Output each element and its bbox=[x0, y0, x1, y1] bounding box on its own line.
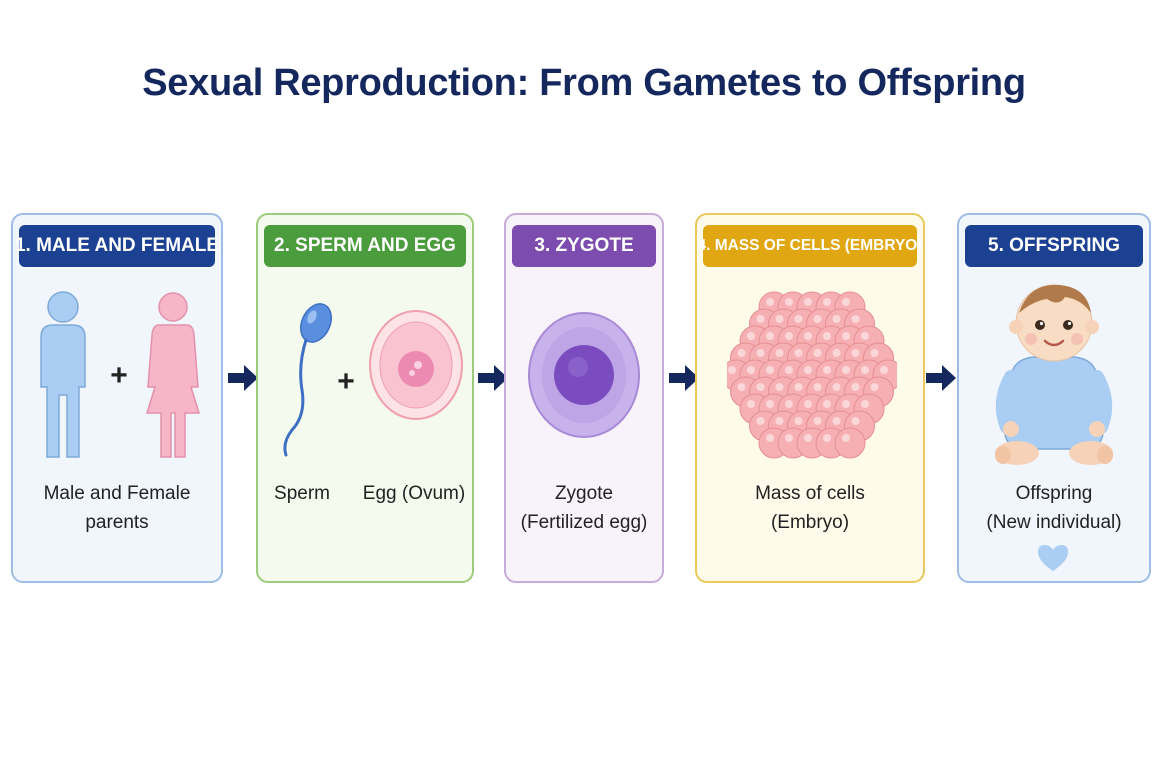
caption-line-1: Offspring bbox=[1015, 483, 1093, 504]
female-figure-icon bbox=[145, 292, 201, 458]
embryo-cell-highlight bbox=[747, 366, 755, 374]
embryo-cell-highlight bbox=[756, 383, 765, 391]
embryo-cell-highlight bbox=[766, 298, 774, 306]
embryo-cell-highlight bbox=[832, 417, 841, 425]
embryo-cell-highlight bbox=[766, 400, 774, 408]
embryo-cell-highlight bbox=[794, 349, 803, 357]
arrow-right-icon bbox=[926, 365, 956, 391]
embryo-cell-highlight bbox=[794, 315, 803, 323]
embryo-cell-highlight bbox=[851, 417, 860, 425]
step-header: 3. ZYGOTE bbox=[512, 225, 656, 267]
embryo-cell-highlight bbox=[813, 315, 822, 323]
caption-line-2: (Embryo) bbox=[770, 512, 850, 533]
plus-sign: + bbox=[110, 359, 128, 392]
arrow-right-icon bbox=[478, 365, 508, 391]
step-zygote: 3. ZYGOTE Zygote (Fertilized egg) bbox=[504, 213, 664, 583]
parents-illustration: + bbox=[40, 291, 201, 458]
embryo-cell-highlight bbox=[861, 366, 869, 374]
embryo-cell-highlight bbox=[756, 417, 765, 425]
embryo-cell-highlight bbox=[747, 332, 755, 340]
embryo-cell-highlight bbox=[842, 298, 850, 306]
embryo-cell-highlight bbox=[842, 332, 850, 340]
embryo-cell-highlight bbox=[813, 417, 822, 425]
embryo-cell-highlight bbox=[785, 366, 793, 374]
caption-line-2: (Fertilized egg) bbox=[520, 512, 648, 533]
sperm-icon bbox=[283, 303, 332, 457]
caption-line-2: parents bbox=[85, 512, 149, 533]
embryo-cell-highlight bbox=[775, 417, 784, 425]
embryo-cell-highlight bbox=[842, 400, 850, 408]
embryo-cell-highlight bbox=[823, 298, 831, 306]
step-offspring: 5. OFFSPRING Offspring (New individual) bbox=[957, 213, 1151, 583]
embryo-cell-highlight bbox=[861, 400, 869, 408]
embryo-cell bbox=[834, 427, 866, 459]
embryo-icon bbox=[727, 291, 897, 459]
caption-line-2: (New individual) bbox=[986, 512, 1122, 533]
embryo-cell-highlight bbox=[823, 434, 831, 442]
step-header: 2. SPERM AND EGG bbox=[264, 225, 466, 267]
embryo-cell-highlight bbox=[851, 383, 860, 391]
embryo-cell-highlight bbox=[823, 332, 831, 340]
embryo-cell-highlight bbox=[813, 383, 822, 391]
embryo-cell-highlight bbox=[804, 332, 812, 340]
embryo-cell-highlight bbox=[851, 349, 860, 357]
male-figure-icon bbox=[40, 291, 86, 458]
step-embryo: 4. MASS OF CELLS (EMBRYO) Mass of cells … bbox=[695, 213, 925, 583]
caption-line-1: Zygote bbox=[554, 483, 614, 504]
arrow-right-icon bbox=[669, 365, 699, 391]
plus-sign: + bbox=[337, 365, 355, 398]
page-title: Sexual Reproduction: From Gametes to Off… bbox=[142, 62, 1026, 104]
egg-icon bbox=[369, 310, 463, 420]
embryo-cell-highlight bbox=[870, 349, 879, 357]
heart-icon bbox=[1038, 545, 1068, 571]
caption-line-1: Male and Female bbox=[43, 483, 191, 504]
embryo-cell-highlight bbox=[851, 315, 860, 323]
gametes-illustration: + bbox=[283, 303, 463, 457]
embryo-cell-highlight bbox=[756, 315, 765, 323]
sperm-label: Sperm bbox=[274, 483, 330, 504]
caption-line-1: Mass of cells bbox=[755, 483, 865, 504]
egg-label: Egg (Ovum) bbox=[362, 483, 466, 504]
embryo-cell-highlight bbox=[804, 366, 812, 374]
zygote-icon bbox=[528, 312, 640, 438]
embryo-cell-highlight bbox=[737, 383, 746, 391]
embryo-cell-highlight bbox=[785, 298, 793, 306]
embryo-cell-highlight bbox=[728, 366, 736, 374]
embryo-cell-highlight bbox=[737, 349, 746, 357]
embryo-cell-highlight bbox=[804, 434, 812, 442]
embryo-cell-highlight bbox=[870, 383, 879, 391]
embryo-cell-highlight bbox=[832, 349, 841, 357]
embryo-cell-highlight bbox=[832, 315, 841, 323]
step-header: 5. OFFSPRING bbox=[965, 225, 1143, 267]
embryo-cell-highlight bbox=[842, 366, 850, 374]
baby-icon bbox=[995, 284, 1113, 465]
embryo-cell-highlight bbox=[766, 434, 774, 442]
step-male-female: 1. MALE AND FEMALE + Male and Female par… bbox=[11, 213, 223, 583]
embryo-cell-highlight bbox=[747, 400, 755, 408]
embryo-cell-highlight bbox=[775, 315, 784, 323]
embryo-cell-highlight bbox=[766, 366, 774, 374]
arrow-right-icon bbox=[228, 365, 258, 391]
embryo-cell-highlight bbox=[804, 400, 812, 408]
step-sperm-egg: 2. SPERM AND EGG + Sperm Egg (Ovum) bbox=[256, 213, 474, 583]
embryo-cell-highlight bbox=[804, 298, 812, 306]
embryo-cell-highlight bbox=[794, 417, 803, 425]
embryo-cell-highlight bbox=[823, 400, 831, 408]
step-header: 1. MALE AND FEMALE bbox=[15, 225, 219, 267]
embryo-cell-highlight bbox=[785, 332, 793, 340]
embryo-cell-highlight bbox=[813, 349, 822, 357]
embryo-cell-highlight bbox=[794, 383, 803, 391]
embryo-cell-highlight bbox=[880, 366, 888, 374]
step-header: 4. MASS OF CELLS (EMBRYO) bbox=[697, 225, 923, 267]
embryo-cell-highlight bbox=[832, 383, 841, 391]
embryo-cell-highlight bbox=[861, 332, 869, 340]
embryo-cell-highlight bbox=[766, 332, 774, 340]
embryo-cell-highlight bbox=[775, 349, 784, 357]
embryo-cell-highlight bbox=[775, 383, 784, 391]
embryo-cell-highlight bbox=[785, 400, 793, 408]
embryo-cell-highlight bbox=[823, 366, 831, 374]
embryo-cell-highlight bbox=[785, 434, 793, 442]
embryo-cell-highlight bbox=[756, 349, 765, 357]
embryo-cell-highlight bbox=[842, 434, 850, 442]
